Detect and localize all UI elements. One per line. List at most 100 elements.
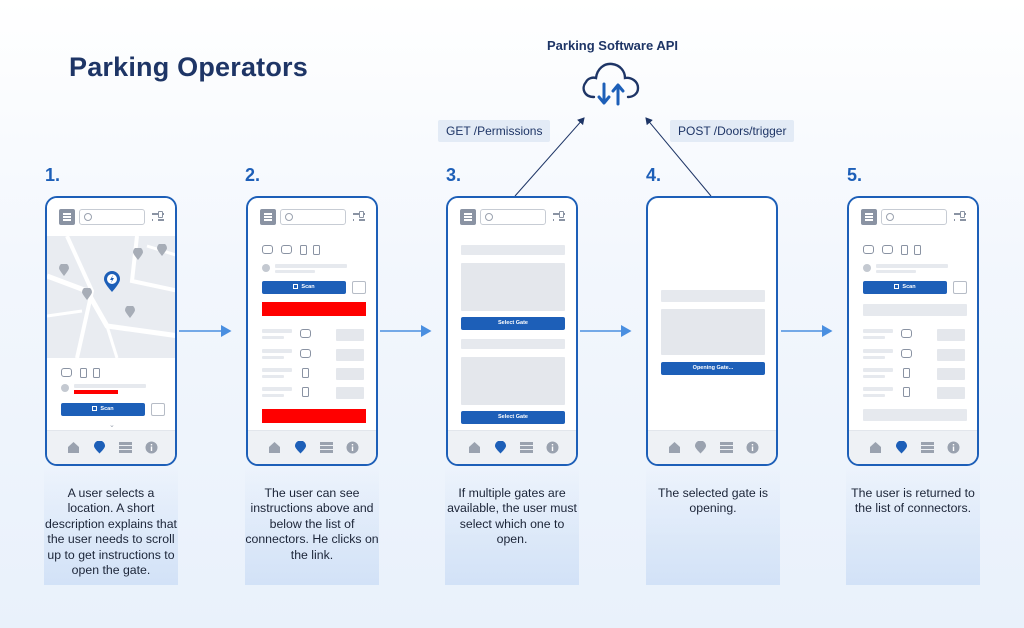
selected-location-pin-icon[interactable] [103, 271, 121, 293]
api-get-line [514, 117, 585, 197]
map-pin-icon[interactable] [82, 288, 92, 301]
bottom-nav [47, 430, 175, 464]
home-icon[interactable] [869, 441, 882, 454]
connector-type-icon [901, 349, 912, 358]
list-icon[interactable] [921, 441, 934, 454]
step-number-3: 3. [446, 165, 462, 185]
highlighted-description [74, 390, 118, 394]
caption-panel-3 [445, 465, 579, 585]
instructions-link-top[interactable] [262, 302, 366, 316]
map-pin-nav-icon[interactable] [93, 441, 106, 454]
placeholder-line [275, 270, 315, 273]
connector-type-icon [903, 387, 910, 397]
filter-icon[interactable] [953, 210, 967, 224]
map-pin-icon[interactable] [133, 248, 143, 261]
search-input[interactable] [881, 209, 947, 225]
search-input[interactable] [480, 209, 546, 225]
bottom-nav [448, 430, 576, 464]
placeholder-block [336, 387, 364, 399]
location-icon [262, 264, 270, 272]
connector-type-icon [901, 245, 908, 255]
list-icon[interactable] [320, 441, 333, 454]
scan-button-label: Scan [902, 284, 916, 290]
placeholder-line [275, 264, 347, 268]
api-post-doors-trigger-label: POST /Doors/trigger [670, 120, 795, 142]
favorite-button[interactable] [953, 281, 967, 294]
connector-type-icon [302, 368, 309, 378]
search-input[interactable] [280, 209, 346, 225]
info-icon[interactable] [947, 441, 960, 454]
favorite-button[interactable] [151, 403, 165, 416]
placeholder-line [262, 368, 292, 372]
info-icon[interactable] [346, 441, 359, 454]
map-pin-icon[interactable] [59, 264, 69, 277]
placeholder-block [937, 329, 965, 341]
map-pin-icon[interactable] [125, 306, 135, 319]
placeholder-line [863, 336, 885, 339]
caption-panel-5 [846, 465, 980, 585]
connector-type-icon [300, 349, 311, 358]
api-get-permissions-label: GET /Permissions [438, 120, 551, 142]
placeholder-line [863, 375, 885, 378]
home-icon[interactable] [468, 441, 481, 454]
placeholder-line [863, 387, 893, 391]
menu-icon[interactable] [260, 209, 276, 225]
connector-type-icon [80, 368, 87, 378]
placeholder-line [863, 394, 885, 397]
scan-button-label: Scan [301, 284, 315, 290]
app-topbar [248, 198, 376, 236]
scan-button[interactable]: Scan [61, 403, 145, 416]
select-gate-button[interactable]: Select Gate [461, 411, 565, 424]
placeholder-line [262, 329, 292, 333]
location-icon [863, 264, 871, 272]
home-icon[interactable] [668, 441, 681, 454]
select-gate-button[interactable]: Select Gate [461, 317, 565, 330]
map-pin-nav-icon[interactable] [895, 441, 908, 454]
map-pin-nav-icon[interactable] [294, 441, 307, 454]
scan-button[interactable]: Scan [863, 281, 947, 294]
info-icon[interactable] [746, 441, 759, 454]
instructions-placeholder-bottom [863, 409, 967, 421]
info-icon[interactable] [546, 441, 559, 454]
home-icon[interactable] [67, 441, 80, 454]
location-icon [61, 384, 69, 392]
info-icon[interactable] [145, 441, 158, 454]
filter-icon[interactable] [352, 210, 366, 224]
list-icon[interactable] [520, 441, 533, 454]
gate-image-placeholder [661, 309, 765, 355]
map-view[interactable] [47, 236, 175, 358]
chevron-down-icon[interactable]: ⌄ [109, 422, 115, 429]
app-topbar [849, 198, 977, 236]
scan-button[interactable]: Scan [262, 281, 346, 294]
placeholder-line [262, 387, 292, 391]
list-icon[interactable] [119, 441, 132, 454]
list-icon[interactable] [720, 441, 733, 454]
menu-icon[interactable] [861, 209, 877, 225]
menu-icon[interactable] [59, 209, 75, 225]
placeholder-block [336, 329, 364, 341]
phone-screen-5: Scan [847, 196, 979, 466]
instructions-link-bottom[interactable] [262, 409, 366, 423]
map-pin-icon[interactable] [157, 244, 167, 257]
placeholder-line [262, 375, 284, 378]
menu-icon[interactable] [460, 209, 476, 225]
app-topbar [448, 198, 576, 236]
cloud-upload-download-icon [582, 62, 640, 106]
step-caption-3: If multiple gates are available, the use… [447, 486, 577, 547]
placeholder-line [74, 384, 146, 388]
map-pin-nav-icon[interactable] [494, 441, 507, 454]
favorite-button[interactable] [352, 281, 366, 294]
map-pin-nav-icon[interactable] [694, 441, 707, 454]
home-icon[interactable] [268, 441, 281, 454]
placeholder-line [262, 394, 284, 397]
search-input[interactable] [79, 209, 145, 225]
filter-icon[interactable] [151, 210, 165, 224]
phone-screen-2: Scan [246, 196, 378, 466]
qr-icon [293, 284, 299, 289]
app-topbar [47, 198, 175, 236]
phone-screen-3: Select Gate Select Gate [446, 196, 578, 466]
filter-icon[interactable] [552, 210, 566, 224]
placeholder-block [937, 349, 965, 361]
opening-gate-status-button: Opening Gate... [661, 362, 765, 375]
